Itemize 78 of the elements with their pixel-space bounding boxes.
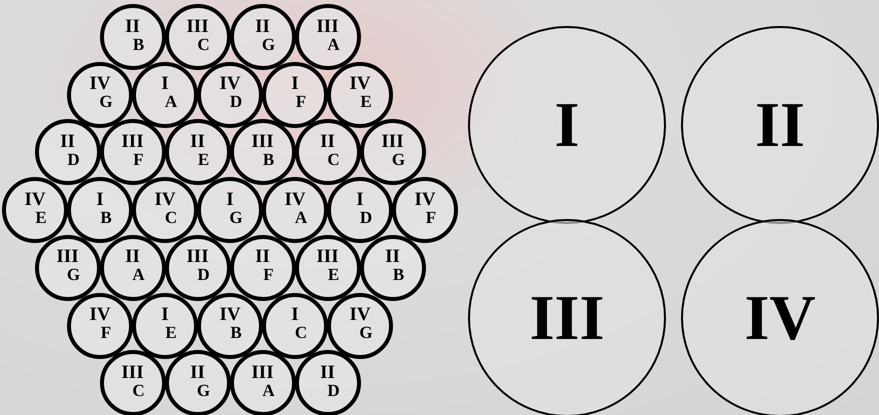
- letter-label: E: [198, 150, 210, 168]
- letter-label: G: [196, 382, 210, 399]
- letter-label: A: [132, 266, 145, 284]
- letter-label: C: [327, 150, 340, 168]
- letter-label: A: [294, 208, 308, 226]
- letter-label: B: [132, 36, 144, 52]
- numeral-label: II: [125, 248, 140, 266]
- numeral-label: II: [385, 248, 400, 266]
- numeral-label: I: [161, 306, 169, 324]
- numeral-label: III: [56, 248, 79, 266]
- numeral-label: IV: [89, 306, 111, 324]
- numeral-label: II: [255, 18, 270, 36]
- letter-label: F: [263, 266, 274, 284]
- numeral-label: I: [291, 75, 299, 94]
- letter-label: F: [296, 93, 306, 110]
- letter-label: B: [262, 150, 274, 168]
- numeral-label: I: [291, 306, 299, 324]
- numeral-label: IV: [154, 190, 176, 209]
- letter-label: D: [360, 208, 372, 226]
- letter-label: E: [35, 208, 47, 226]
- numeral-label: II: [320, 132, 335, 151]
- letter-label: G: [66, 266, 80, 284]
- numeral-label: IV: [414, 190, 436, 209]
- numeral-label: III: [381, 132, 404, 151]
- letter-label: D: [197, 266, 210, 284]
- letter-label: C: [197, 36, 210, 52]
- letter-label: D: [327, 382, 340, 399]
- letter-label: G: [392, 150, 406, 168]
- letter-label: B: [392, 266, 404, 284]
- circle-label: IV: [744, 286, 816, 350]
- letter-label: B: [100, 208, 112, 226]
- numeral-label: III: [251, 132, 274, 151]
- numeral-label: IV: [349, 75, 371, 94]
- numeral-label: II: [190, 132, 205, 151]
- letter-label: A: [327, 36, 340, 52]
- numeral-label: III: [316, 248, 339, 266]
- numeral-label: I: [226, 190, 234, 209]
- circle-label: III: [530, 286, 604, 350]
- numeral-label: I: [356, 190, 364, 209]
- numeral-label: II: [60, 132, 75, 151]
- numeral-label: IV: [284, 190, 306, 209]
- letter-label: G: [359, 324, 373, 341]
- letter-label: G: [229, 208, 243, 226]
- letter-label: D: [230, 93, 242, 110]
- numeral-label: II: [125, 18, 140, 36]
- letter-label: E: [360, 93, 372, 110]
- numeral-label: II: [255, 248, 270, 266]
- numeral-label: III: [186, 248, 209, 266]
- letter-label: E: [328, 266, 340, 284]
- letter-label: G: [262, 36, 276, 52]
- letter-label: C: [164, 208, 178, 226]
- numeral-label: III: [251, 364, 274, 382]
- letter-label: G: [99, 93, 113, 110]
- numeral-label: IV: [219, 306, 241, 324]
- numeral-label: III: [316, 18, 339, 36]
- numeral-label: IV: [24, 190, 46, 209]
- numeral-label: III: [186, 18, 209, 36]
- letter-label: A: [164, 93, 178, 110]
- circle-label: II: [755, 93, 805, 157]
- numeral-label: IV: [349, 306, 371, 324]
- letter-label: A: [262, 382, 275, 399]
- numeral-label: II: [320, 364, 335, 382]
- numeral-label: III: [121, 364, 144, 382]
- numeral-label: III: [121, 132, 144, 151]
- numeral-label: II: [190, 364, 205, 382]
- numeral-label: I: [161, 75, 169, 94]
- letter-label: C: [294, 324, 308, 341]
- circle-label: I: [554, 93, 580, 157]
- letter-label: F: [426, 208, 436, 226]
- numeral-label: IV: [219, 75, 241, 94]
- letter-label: C: [132, 382, 145, 399]
- letter-label: B: [230, 324, 242, 341]
- numeral-label: I: [96, 190, 104, 209]
- numeral-label: IV: [89, 75, 111, 94]
- letter-label: F: [133, 150, 144, 168]
- letter-label: F: [100, 324, 112, 341]
- letter-label: D: [67, 150, 80, 168]
- letter-label: E: [165, 324, 177, 341]
